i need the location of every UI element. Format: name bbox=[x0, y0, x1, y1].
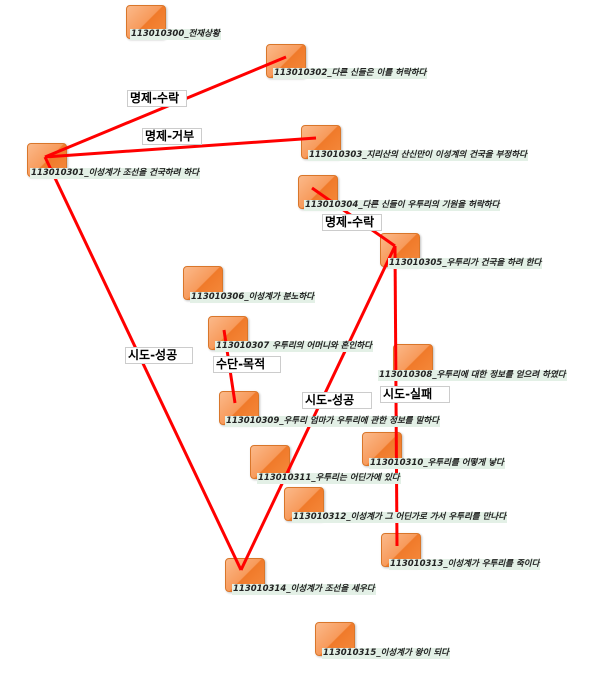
node-label: 113010315_이성계가 왕이 되다 bbox=[322, 648, 450, 659]
node-label: 113010313_이성계가 우투리를 죽이다 bbox=[389, 559, 541, 570]
node-label: 113010300_전재상황 bbox=[130, 29, 221, 40]
edge-label: 수단-목적 bbox=[213, 356, 281, 373]
edge-label: 명제-수락 bbox=[322, 214, 382, 231]
node-label: 113010311_우투리는 어딘가에 있다 bbox=[257, 473, 401, 484]
node-label: 113010308_우투리에 대한 정보를 얻으려 하였다 bbox=[378, 370, 567, 381]
edge-label: 시도-실패 bbox=[380, 386, 450, 403]
node-label: 113010306_이성계가 분노하다 bbox=[190, 292, 315, 303]
node-label: 113010314_이성계가 조선을 세우다 bbox=[232, 584, 376, 595]
node-label: 113010310_우투리를 어떻게 낳다 bbox=[369, 458, 505, 469]
node-label: 113010302_다른 신들은 이를 허락하다 bbox=[273, 68, 428, 79]
node-label: 113010301_이성계가 조선을 건국하려 하다 bbox=[30, 168, 201, 179]
edge-label: 시도-성공 bbox=[302, 392, 372, 409]
edge-label: 명제-수락 bbox=[127, 90, 187, 107]
node-label: 113010309_우투리 엄마가 우투리에 관한 정보를 말하다 bbox=[225, 416, 441, 427]
edge-label: 명제-거부 bbox=[142, 128, 202, 145]
node-label: 113010303_지리산의 산신만이 이성계의 건국을 부정하다 bbox=[308, 150, 528, 161]
edge-label: 시도-성공 bbox=[125, 347, 193, 364]
node-label: 113010304_다른 신들이 우투리의 기원을 허락하다 bbox=[304, 200, 501, 211]
node-label: 113010305_우투리가 건국을 하려 한다 bbox=[388, 258, 543, 269]
node-label: 113010307 우투리의 어머니와 혼인하다 bbox=[215, 341, 373, 352]
node-label: 113010312_이성계가 그 어딘가로 가서 우투리를 만나다 bbox=[292, 512, 508, 523]
